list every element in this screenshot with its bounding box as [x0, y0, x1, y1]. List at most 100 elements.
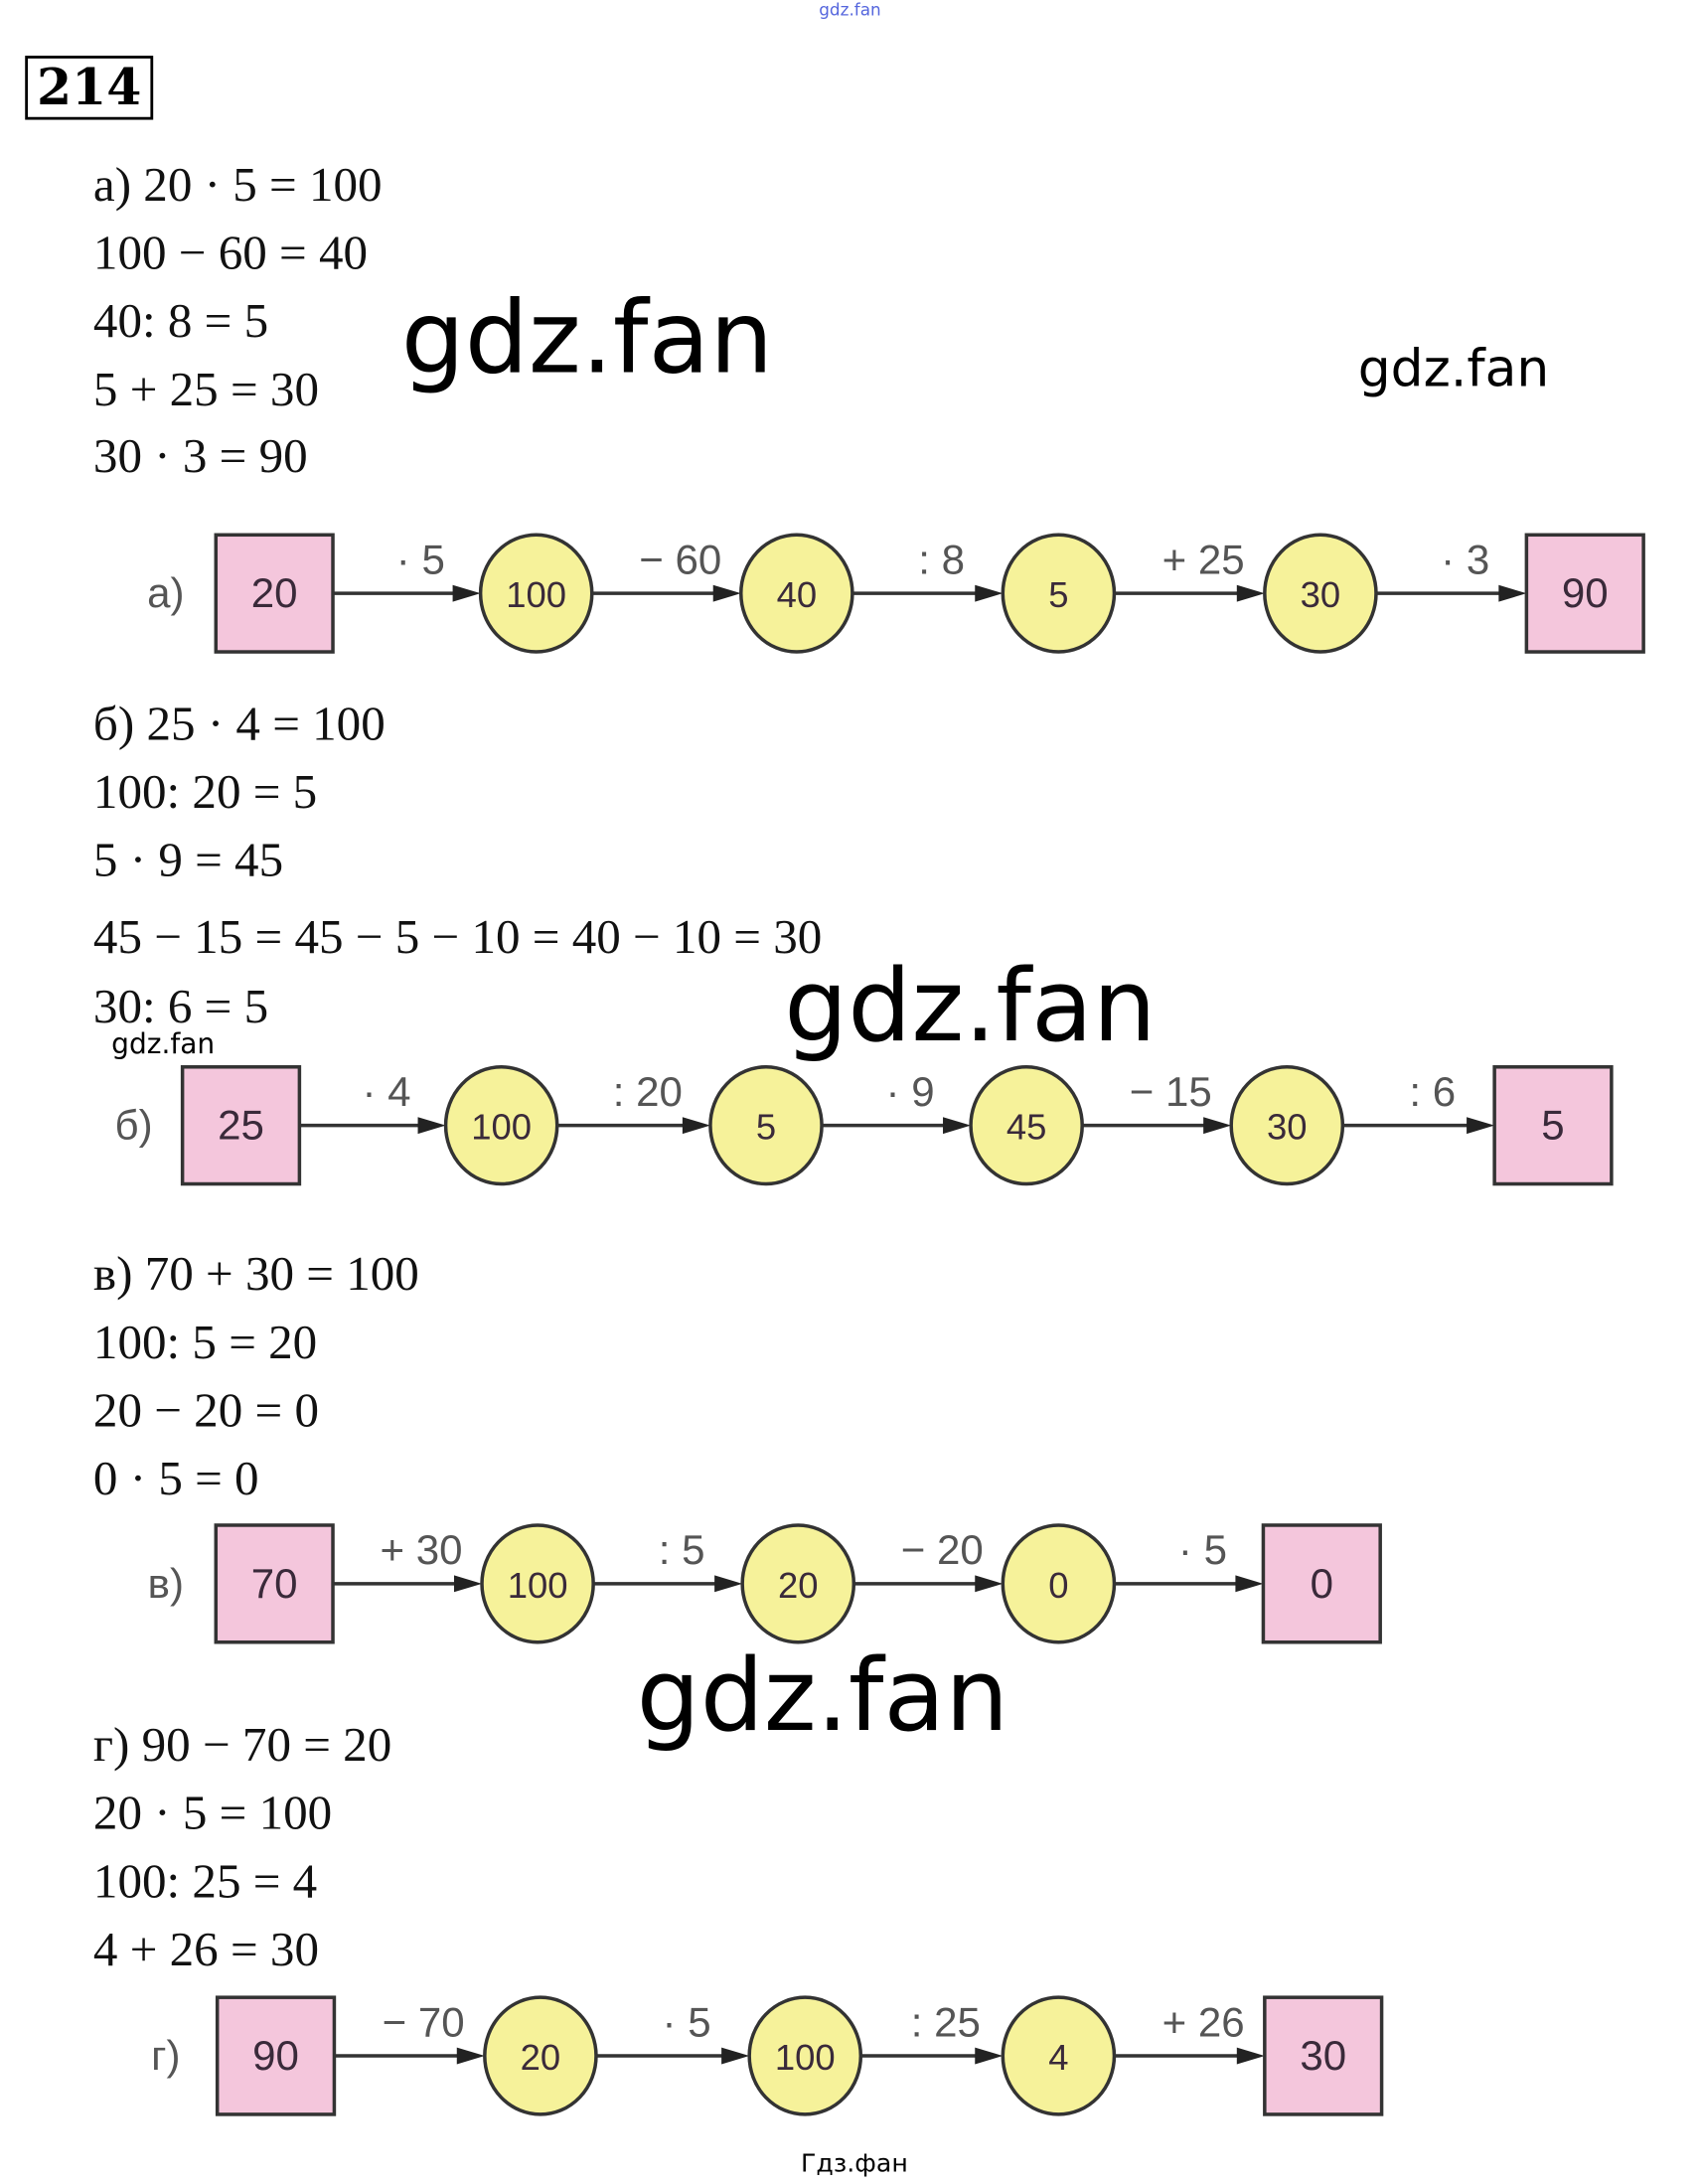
- box-node: [215, 1995, 337, 2116]
- watermark: gdz.fan: [1357, 338, 1550, 398]
- arrow-head-icon: [975, 584, 1004, 602]
- node-value: 100: [471, 1107, 532, 1148]
- node-value: 4: [1048, 2037, 1068, 2078]
- diagram-label: а): [147, 569, 184, 616]
- operation-label: : 6: [1409, 1068, 1456, 1115]
- node-value: 90: [252, 2032, 299, 2079]
- equation-line: в) 70 + 30 = 100: [92, 1246, 419, 1302]
- arrow-head-icon: [721, 2047, 750, 2065]
- circle-node: [969, 1065, 1084, 1186]
- operation-label: : 8: [918, 537, 965, 583]
- box-node: [214, 533, 335, 654]
- node-value: 25: [218, 1102, 264, 1149]
- node-value: 20: [521, 2037, 561, 2078]
- circle-node: [740, 1523, 856, 1644]
- arrow-head-icon: [712, 584, 741, 602]
- arrow-head-icon: [453, 1575, 483, 1593]
- arrow-head-icon: [975, 2047, 1004, 2065]
- watermark: gdz.fan: [636, 1637, 1009, 1754]
- equation-line: 30 · 3 = 90: [92, 428, 308, 484]
- arrow-head-icon: [1236, 584, 1265, 602]
- equation-line: 20 · 5 = 100: [92, 1786, 333, 1840]
- watermark: gdz.fan: [784, 947, 1157, 1064]
- equation-line: 100: 20 = 5: [92, 764, 318, 820]
- arrow-head-icon: [682, 1117, 710, 1135]
- problem-number: 214: [25, 56, 154, 120]
- equation-line: 100: 25 = 4: [92, 1853, 318, 1909]
- circle-node: [478, 533, 594, 654]
- box-node: [1524, 533, 1645, 654]
- arrow-head-icon: [1236, 2047, 1265, 2065]
- equation-line: 30: 6 = 5: [92, 979, 269, 1034]
- operation-label: · 4: [362, 1068, 410, 1115]
- equation-line: 45 − 15 = 45 − 5 − 10 = 40 − 10 = 30: [92, 909, 823, 965]
- operation-label: · 3: [1441, 537, 1489, 583]
- circle-node: [1229, 1065, 1345, 1186]
- operation-label: − 15: [1130, 1068, 1212, 1115]
- box-node: [180, 1065, 302, 1186]
- watermark-top: gdz.fan: [819, 0, 881, 20]
- arrow-head-icon: [1498, 584, 1527, 602]
- operation-label: · 5: [396, 537, 445, 583]
- equation-line: 20 − 20 = 0: [92, 1382, 319, 1438]
- arrow-head-icon: [1235, 1575, 1264, 1593]
- footer-watermark: Гдз.фан: [801, 2148, 908, 2179]
- circle-node: [480, 1523, 595, 1644]
- watermark: gdz.fan: [400, 278, 774, 396]
- circle-node: [1001, 1523, 1117, 1644]
- operation-label: + 30: [381, 1526, 463, 1573]
- operation-label: − 20: [901, 1526, 984, 1573]
- circle-node: [1001, 1995, 1117, 2116]
- node-value: 70: [251, 1560, 298, 1607]
- node-value: 0: [1311, 1560, 1333, 1607]
- arrow-head-icon: [417, 1117, 446, 1135]
- node-value: 45: [1006, 1107, 1047, 1148]
- box-node: [1492, 1065, 1614, 1186]
- equation-line: б) 25 · 4 = 100: [92, 696, 386, 751]
- arrow-head-icon: [452, 584, 481, 602]
- arrow-head-icon: [1467, 1117, 1495, 1135]
- diagram-label: в): [148, 1560, 184, 1607]
- operation-label: : 5: [659, 1526, 705, 1573]
- circle-node: [708, 1065, 824, 1186]
- node-value: 90: [1562, 569, 1609, 616]
- node-value: 100: [775, 2037, 836, 2078]
- operation-label: · 5: [663, 1998, 711, 2045]
- equation-line: 100 − 60 = 40: [92, 226, 369, 280]
- arrow-head-icon: [714, 1575, 743, 1593]
- equation-line: 4 + 26 = 30: [92, 1922, 319, 1977]
- node-value: 100: [508, 1565, 568, 1606]
- box-node: [214, 1523, 335, 1644]
- operation-label: + 26: [1162, 1998, 1245, 2045]
- circle-node: [443, 1065, 559, 1186]
- operation-label: · 9: [886, 1068, 935, 1115]
- operation-label: : 25: [911, 1998, 981, 2045]
- watermark: gdz.fan: [111, 1026, 216, 1060]
- circle-node: [1263, 533, 1378, 654]
- operation-label: : 20: [613, 1068, 683, 1115]
- node-value: 20: [778, 1565, 819, 1606]
- operation-label: − 70: [383, 1998, 465, 2045]
- equation-line: г) 90 − 70 = 20: [92, 1717, 392, 1773]
- circle-node: [739, 533, 854, 654]
- arrow-head-icon: [943, 1117, 972, 1135]
- node-value: 5: [756, 1107, 776, 1148]
- equation-line: 5 + 25 = 30: [92, 362, 319, 417]
- box-node: [1263, 1995, 1384, 2116]
- node-value: 0: [1048, 1565, 1068, 1606]
- equation-line: 0 · 5 = 0: [92, 1451, 259, 1506]
- node-value: 30: [1301, 574, 1341, 615]
- arrow-head-icon: [1203, 1117, 1232, 1135]
- equation-line: 5 · 9 = 45: [92, 833, 284, 887]
- node-value: 5: [1541, 1102, 1564, 1149]
- diagram-label: г): [151, 2032, 180, 2079]
- equation-line: а) 20 · 5 = 100: [92, 157, 383, 213]
- node-value: 30: [1267, 1107, 1308, 1148]
- node-value: 5: [1048, 574, 1068, 615]
- diagram-label: б): [115, 1102, 153, 1149]
- equation-line: 100: 5 = 20: [92, 1315, 318, 1369]
